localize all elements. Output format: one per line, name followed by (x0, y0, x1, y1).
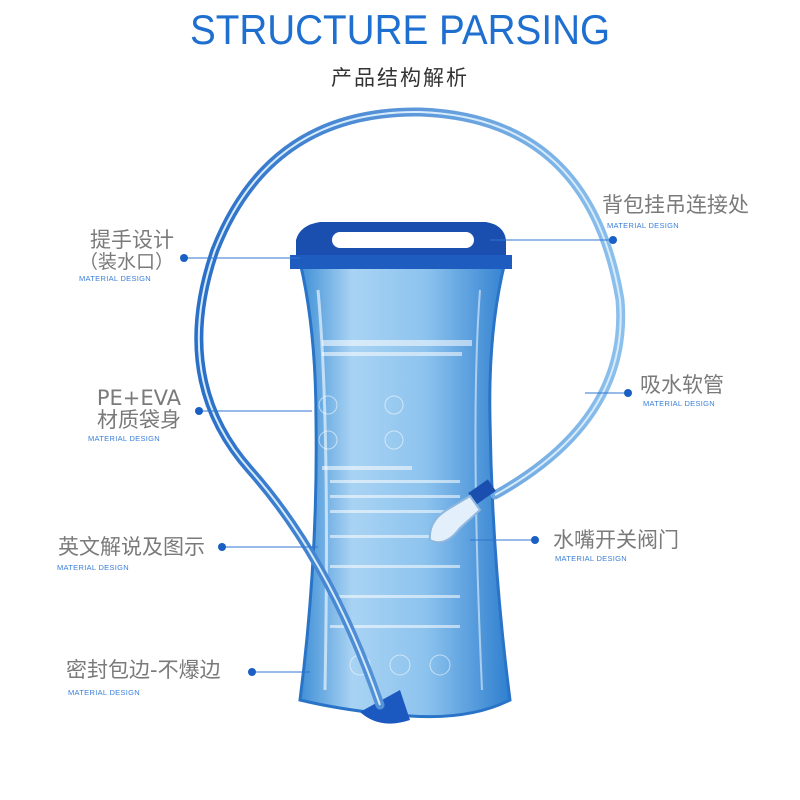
callout-seal: 密封包边-不爆边 (66, 658, 221, 682)
callout-hanger: 背包挂吊连接处 (602, 193, 749, 217)
callout-valve-sub: MATERIAL DESIGN (555, 554, 628, 563)
bag-highlight (316, 289, 328, 691)
bite-valve (428, 479, 496, 544)
drink-tube-highlight (197, 110, 622, 706)
slider-seal (290, 255, 512, 269)
callout-material-line1: PE+EVA (96, 386, 181, 410)
bag-highlight (474, 289, 483, 691)
callout-dot (195, 407, 203, 415)
page-title: STRUCTURE PARSING (189, 6, 611, 53)
callout-dot (624, 389, 632, 397)
callout-material-sub: MATERIAL DESIGN (88, 434, 161, 443)
callout-tube: 吸水软管 (640, 373, 724, 397)
bag-print-graphics (318, 340, 472, 676)
callout-material-line2: 材质袋身 (97, 408, 181, 432)
handle-opening (332, 232, 474, 248)
callout-dot (531, 536, 539, 544)
callout-dot (218, 543, 226, 551)
callout-dot (609, 236, 617, 244)
callout-hanger-sub: MATERIAL DESIGN (607, 221, 680, 230)
callout-seal-sub: MATERIAL DESIGN (68, 688, 141, 697)
callout-valve: 水嘴开关阀门 (553, 528, 679, 552)
callout-handle-line2: （装水口） (78, 251, 174, 273)
callout-tube-sub: MATERIAL DESIGN (643, 399, 716, 408)
callout-handle-line1: 提手设计 (90, 228, 174, 252)
callout-lines (184, 239, 628, 673)
callout-instructions-sub: MATERIAL DESIGN (57, 563, 130, 572)
callout-instructions: 英文解说及图示 (58, 535, 205, 559)
bottom-outlet (360, 690, 410, 724)
bladder-body (298, 260, 512, 719)
callout-handle-sub: MATERIAL DESIGN (79, 274, 152, 283)
page-subtitle: 产品结构解析 (331, 66, 469, 90)
callout-dot (180, 254, 188, 262)
callout-dot (248, 668, 256, 676)
